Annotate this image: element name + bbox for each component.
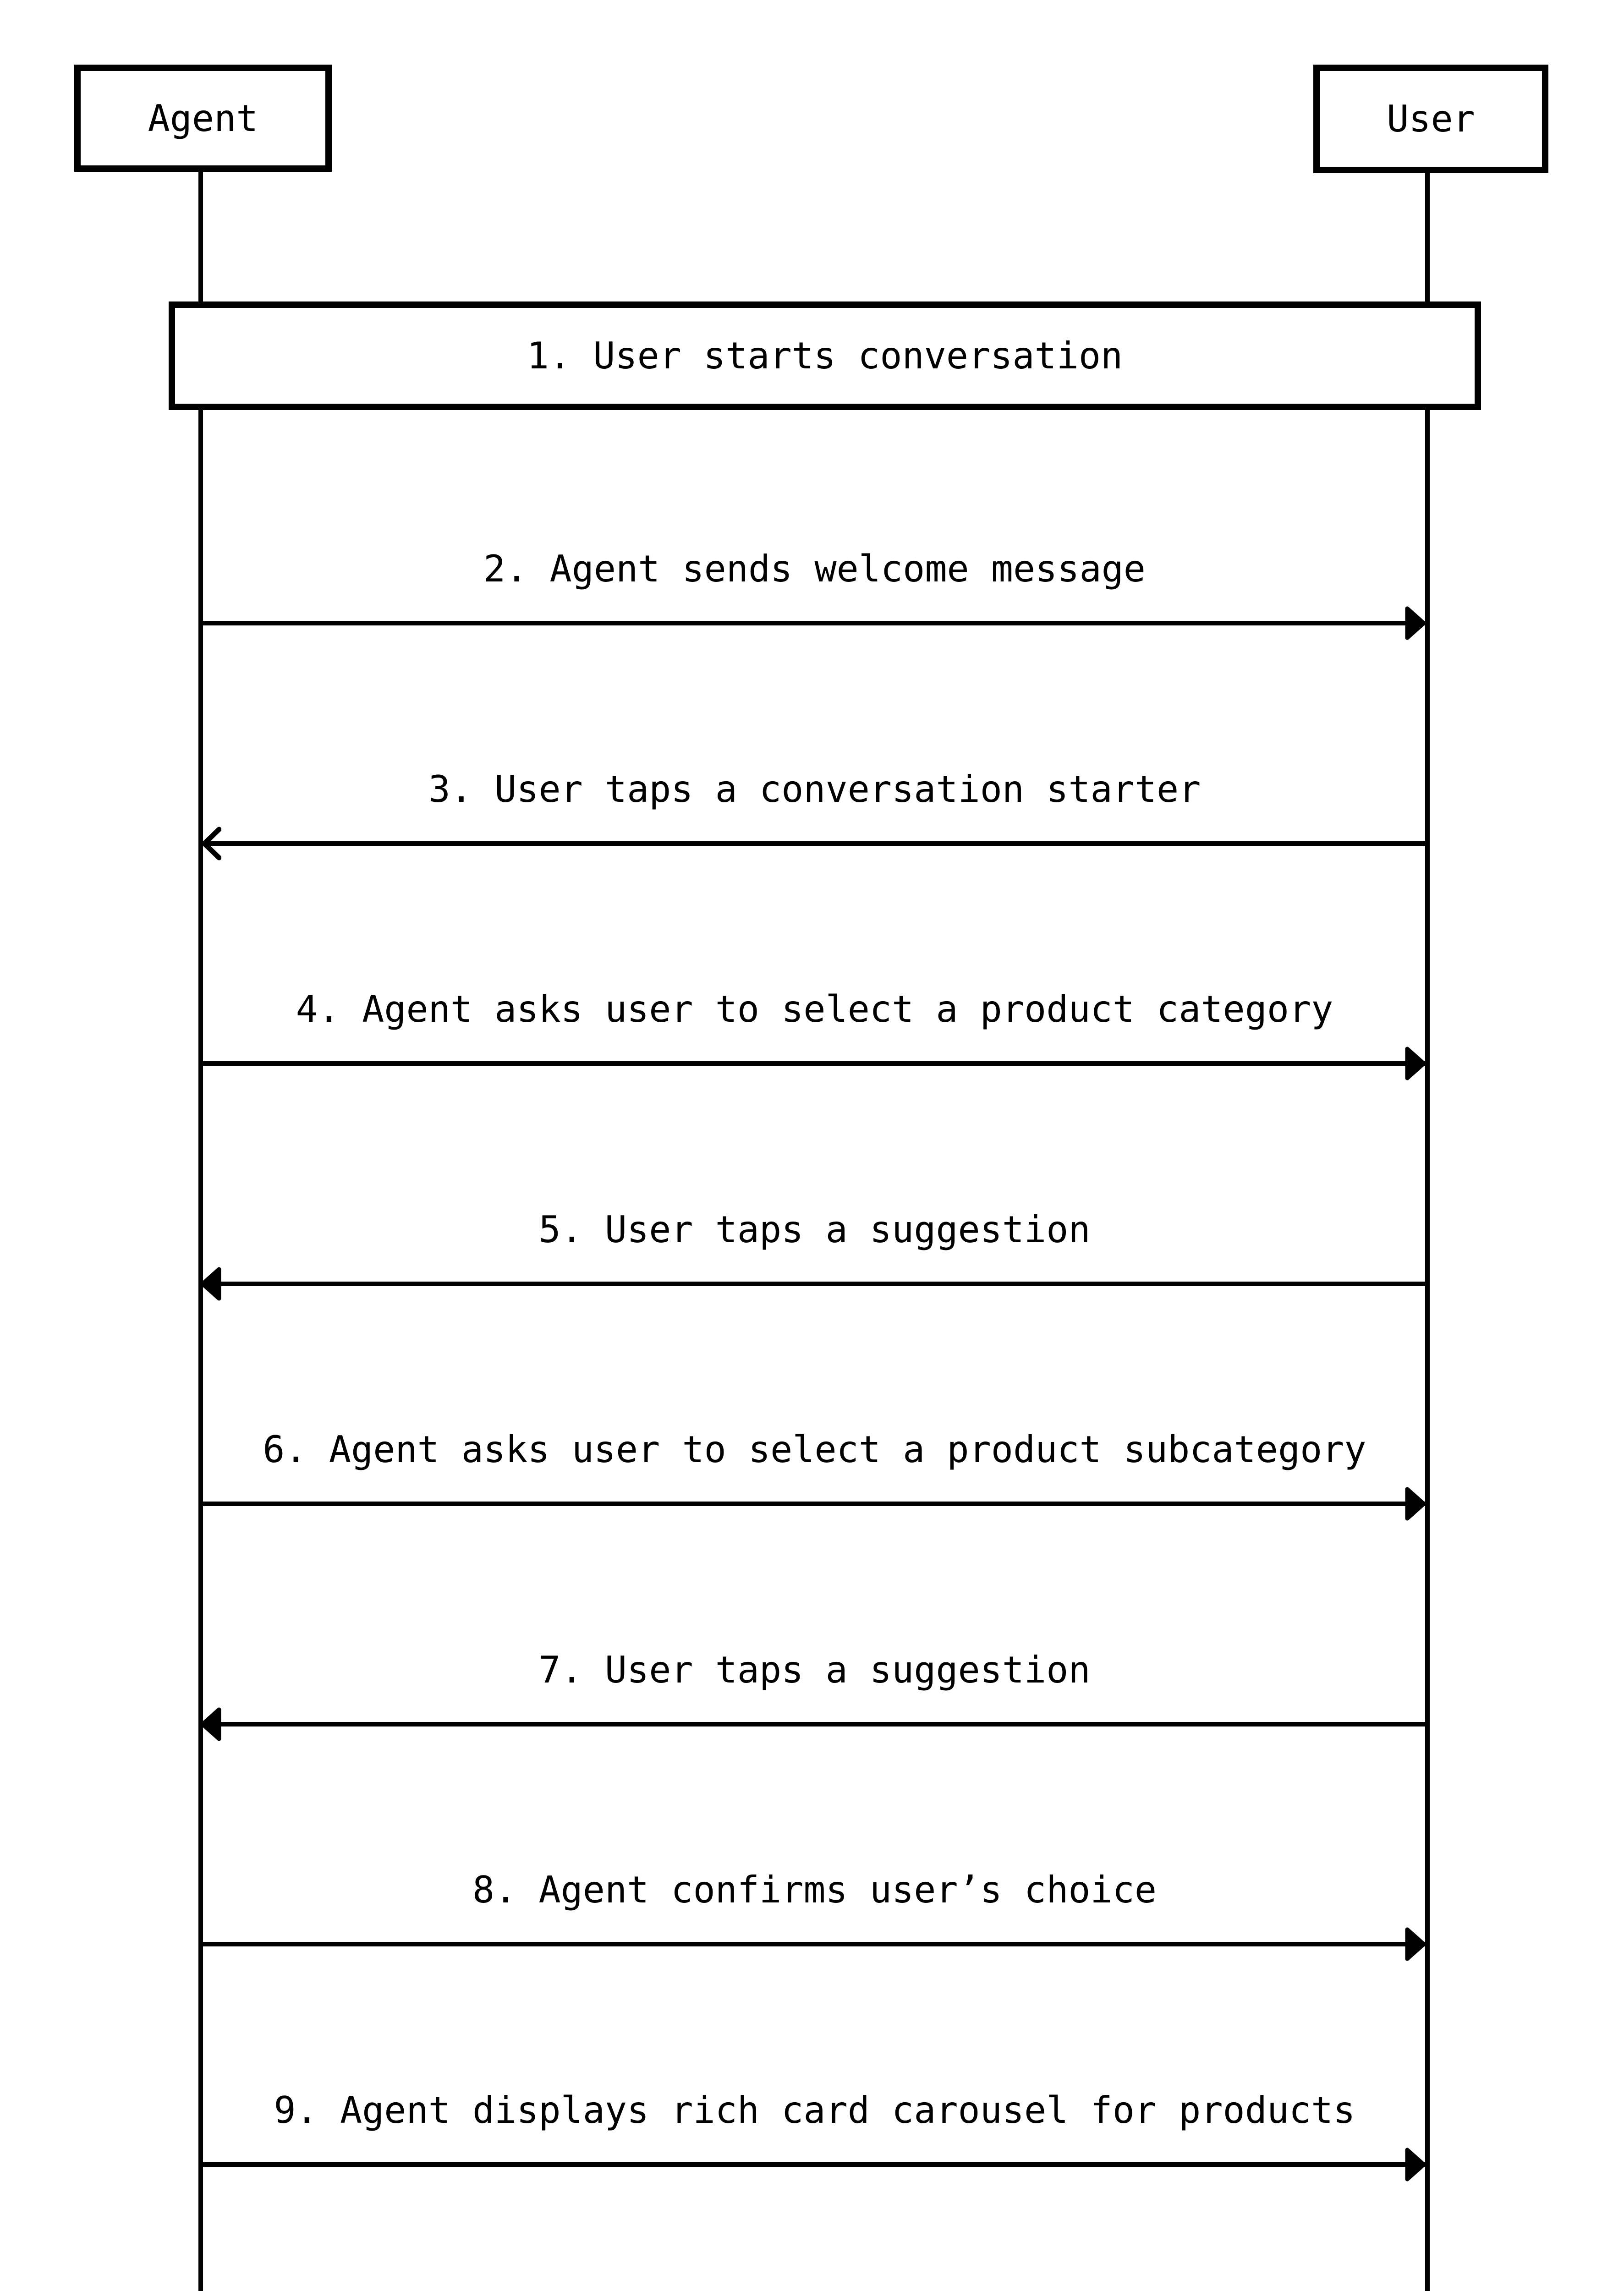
message-label: 7. User taps a suggestion [538,1649,1091,1691]
message-arrow-line [201,1722,1428,1726]
message-label: 4. Agent asks user to select a product c… [296,988,1333,1030]
arrowhead-filled-right-icon [1405,1487,1426,1521]
arrowhead-open-left-icon [202,827,221,860]
message-label: 5. User taps a suggestion [538,1208,1091,1251]
message-label: 3. User taps a conversation starter [428,768,1201,811]
message-label: 9. Agent displays rich card carousel for… [274,2089,1355,2132]
actor-box-user-top: User [1313,65,1548,173]
message-label: 2. Agent sends welcome message [483,548,1146,590]
message-label: 8. Agent confirms user’s choice [472,1869,1157,1911]
message-label: 6. Agent asks user to select a product s… [263,1428,1366,1471]
lifeline-agent [198,172,203,2291]
arrowhead-filled-right-icon [1405,606,1426,640]
arrowhead-filled-left-icon [200,1267,221,1301]
note-text: 1. User starts conversation [527,334,1123,377]
arrowhead-filled-left-icon [200,1707,221,1741]
message-arrow-line [201,621,1428,625]
note-banner: 1. User starts conversation [169,301,1481,410]
arrowhead-filled-right-icon [1405,1927,1426,1961]
arrowhead-filled-right-icon [1405,1047,1426,1080]
arrowhead-filled-right-icon [1405,2148,1426,2181]
message-arrow-line [201,2162,1428,2167]
actor-box-agent-top: Agent [74,65,332,172]
lifeline-user [1425,172,1430,2291]
message-arrow-line [201,1502,1428,1506]
message-arrow-line [201,1061,1428,1066]
message-arrow-line [201,1282,1428,1286]
actor-label-agent-top: Agent [148,97,258,140]
message-arrow-line [201,1942,1428,1946]
actor-label-user-top: User [1387,98,1475,140]
message-arrow-line [201,841,1428,846]
